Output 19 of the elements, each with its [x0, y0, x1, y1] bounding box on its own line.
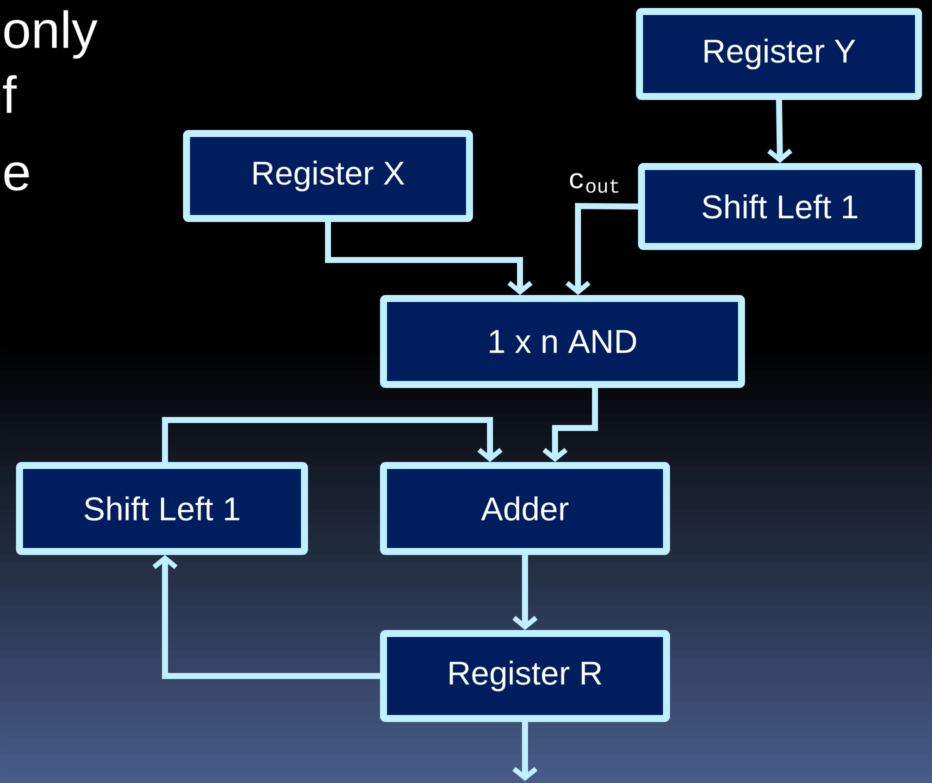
block-box: Register X	[183, 130, 473, 222]
connector-arrow	[542, 388, 598, 462]
connector-arrow	[162, 417, 503, 462]
slide-text: only	[4, 10, 98, 59]
connector-arrow	[152, 555, 380, 679]
block-box: Shift Left 1	[16, 462, 308, 555]
slide-text: f	[2, 75, 17, 113]
block-box: Register Y	[636, 8, 922, 100]
block-box: Register R	[380, 630, 670, 722]
connector-arrow	[512, 722, 538, 781]
connector-arrow	[325, 222, 533, 295]
slide-text: e	[4, 162, 29, 191]
edge-label: c$_{out}$	[570, 173, 618, 193]
connector-arrow	[512, 555, 538, 630]
connector-arrow	[767, 100, 792, 163]
block-box: 1 x n AND	[380, 295, 745, 388]
connector-arrow	[565, 202, 638, 295]
block-box: Shift Left 1	[638, 163, 922, 250]
block-box: Adder	[380, 462, 670, 555]
